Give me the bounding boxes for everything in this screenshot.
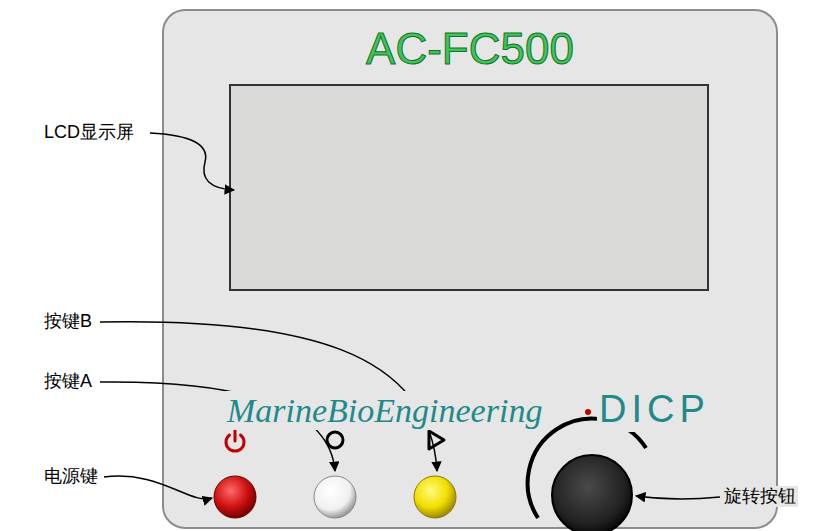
leader-line (150, 133, 234, 190)
callout-label: 按键A (42, 371, 94, 392)
callout-label: 旋转按钮 (722, 486, 798, 507)
panel-housing (163, 10, 777, 528)
button-a (314, 476, 356, 518)
device-panel: AC-FC500MarineBioEngineering DICP (163, 10, 777, 528)
rotary-knob (552, 455, 632, 531)
logo-brand: DICP (597, 388, 712, 432)
leader-line (636, 496, 720, 499)
model-title: AC-FC500 (163, 24, 777, 75)
leader-line (104, 476, 212, 499)
callout-label: LCD显示屏 (42, 122, 136, 143)
power-icon (226, 429, 244, 451)
logo-dot (585, 409, 591, 415)
circle-icon (327, 432, 343, 448)
button-b (414, 476, 456, 518)
logo-text: MarineBioEngineering (225, 391, 544, 430)
lcd-screen (230, 85, 708, 290)
callout-label: 按键B (42, 311, 94, 332)
power-button (214, 476, 256, 518)
callout-label: 电源键 (42, 466, 100, 487)
